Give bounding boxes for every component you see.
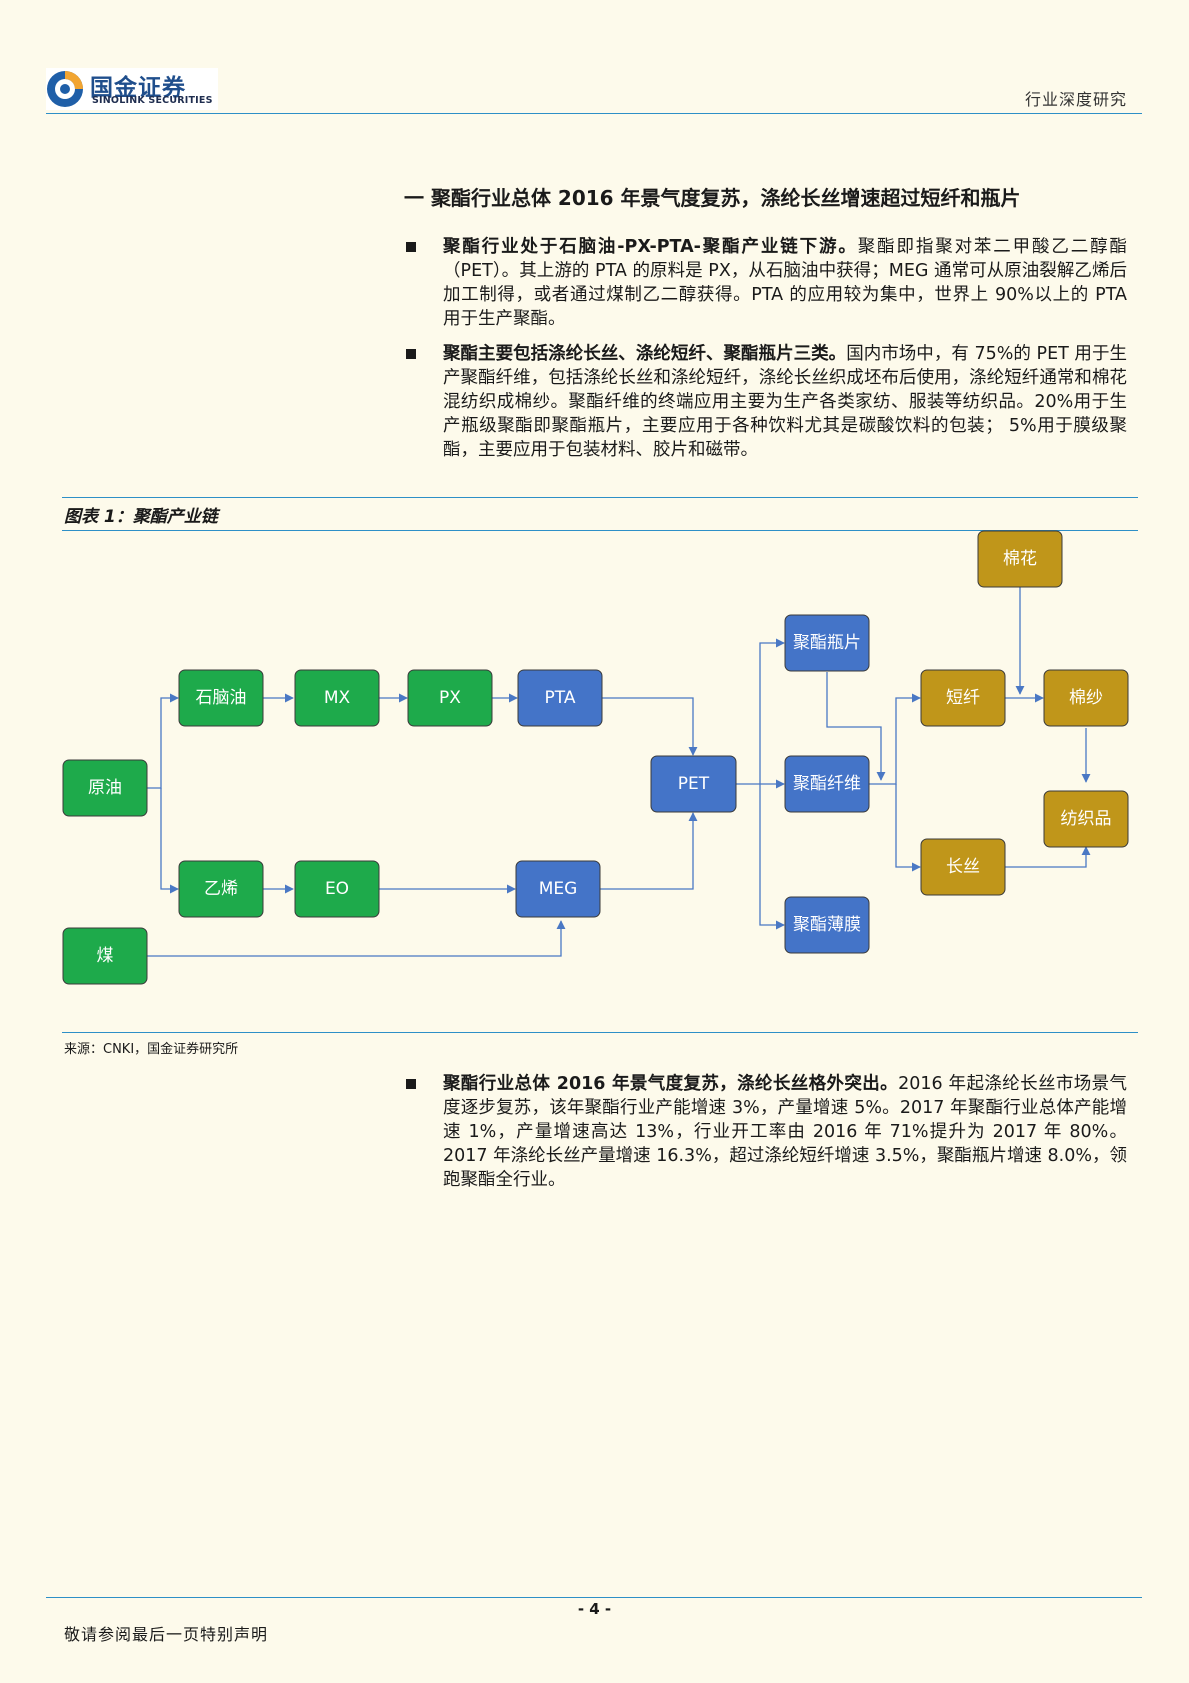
node-box bbox=[784, 755, 870, 813]
footer-disclaimer: 敬请参阅最后一页特别声明 bbox=[64, 1625, 269, 1644]
arrow-pet-to-bottle bbox=[759, 638, 785, 784]
node-pta: PTA bbox=[517, 669, 603, 727]
node-box bbox=[407, 669, 493, 727]
figure-source: 来源：CNKI，国金证券研究所 bbox=[64, 1042, 239, 1057]
arrow-meg-to-pet bbox=[600, 812, 698, 890]
node-label: PET bbox=[678, 774, 710, 794]
arrow-pta-to-pet bbox=[602, 697, 698, 756]
node-cotton: 棉花 bbox=[977, 530, 1063, 588]
node-label: 乙烯 bbox=[204, 879, 238, 899]
node-filament: 长丝 bbox=[920, 838, 1006, 896]
node-box bbox=[62, 927, 148, 985]
node-box bbox=[977, 530, 1063, 588]
node-box bbox=[920, 838, 1006, 896]
square-bullet-icon bbox=[406, 349, 416, 359]
node-crude: 原油 bbox=[62, 759, 148, 817]
paragraph-lead: 聚酯主要包括涤纶长丝、涤纶短纤、聚酯瓶片三类。 bbox=[443, 344, 847, 364]
logo-english-name: SINOLINK SECURITIES bbox=[92, 95, 213, 106]
arrow-coal-to-meg bbox=[147, 920, 566, 957]
node-naphtha: 石脑油 bbox=[178, 669, 264, 727]
node-yarn: 棉纱 bbox=[1043, 669, 1129, 727]
node-label: 纺织品 bbox=[1061, 809, 1112, 829]
node-box bbox=[178, 860, 264, 918]
node-staple: 短纤 bbox=[920, 669, 1006, 727]
node-box bbox=[62, 759, 148, 817]
arrow-fiber-to-staple bbox=[869, 693, 921, 785]
node-box bbox=[515, 860, 601, 918]
node-label: 聚酯纤维 bbox=[793, 774, 861, 794]
paragraph-2: 聚酯主要包括涤纶长丝、涤纶短纤、聚酯瓶片三类。国内市场中，有 75%的 PET … bbox=[406, 342, 1127, 462]
arrow-crude-to-naphtha bbox=[147, 693, 179, 789]
node-label: 石脑油 bbox=[196, 688, 247, 708]
node-textile: 纺织品 bbox=[1043, 790, 1129, 848]
paragraph-lead: 聚酯行业总体 2016 年景气度复苏，涤纶长丝格外突出。 bbox=[443, 1074, 899, 1094]
node-label: 短纤 bbox=[946, 688, 980, 708]
header-divider bbox=[46, 113, 1142, 114]
node-box bbox=[178, 669, 264, 727]
node-film: 聚酯薄膜 bbox=[784, 896, 870, 954]
node-label: PX bbox=[439, 688, 461, 708]
node-mx: MX bbox=[294, 669, 380, 727]
figure-title-rule bbox=[62, 530, 1138, 531]
paragraph-1: 聚酯行业处于石脑油-PX-PTA-聚酯产业链下游。聚酯即指聚对苯二甲酸乙二醇酯（… bbox=[406, 235, 1127, 331]
paragraph-text: 聚酯行业总体 2016 年景气度复苏，涤纶长丝格外突出。2016 年起涤纶长丝市… bbox=[443, 1072, 1127, 1192]
node-box bbox=[784, 896, 870, 954]
node-meg: MEG bbox=[515, 860, 601, 918]
page-number: - 4 - bbox=[577, 1600, 612, 1618]
arrow-bottle-to-fiber-branch bbox=[826, 672, 886, 781]
node-box bbox=[294, 860, 380, 918]
paragraph-body: 2016 年起涤纶长丝市场景气度逐步复苏，该年聚酯行业产能增速 3%，产量增速 … bbox=[443, 1074, 1128, 1190]
arrow-fiber-to-filament bbox=[895, 784, 921, 872]
node-label: MX bbox=[324, 688, 351, 708]
node-eo: EO bbox=[294, 860, 380, 918]
paragraph-text: 聚酯行业处于石脑油-PX-PTA-聚酯产业链下游。聚酯即指聚对苯二甲酸乙二醇酯（… bbox=[443, 235, 1127, 331]
arrow-filament-to-textile bbox=[1005, 846, 1091, 868]
node-box bbox=[294, 669, 380, 727]
company-logo: 国金证券 SINOLINK SECURITIES bbox=[46, 68, 218, 110]
node-box bbox=[1043, 790, 1129, 848]
node-label: MEG bbox=[539, 879, 578, 899]
node-box bbox=[784, 614, 870, 672]
paragraph-body: 聚酯即指聚对苯二甲酸乙二醇酯（PET）。其上游的 PTA 的原料是 PX，从石脑… bbox=[443, 237, 1127, 329]
node-pet: PET bbox=[650, 755, 737, 813]
sinolink-logo-icon bbox=[47, 71, 83, 107]
paragraph-3: 聚酯行业总体 2016 年景气度复苏，涤纶长丝格外突出。2016 年起涤纶长丝市… bbox=[406, 1072, 1127, 1192]
node-label: 棉花 bbox=[1003, 549, 1037, 569]
footer-divider bbox=[46, 1597, 1142, 1598]
node-ethylene: 乙烯 bbox=[178, 860, 264, 918]
node-label: PTA bbox=[545, 688, 576, 708]
node-box bbox=[1043, 669, 1129, 727]
node-label: 聚酯薄膜 bbox=[793, 915, 861, 935]
figure-top-rule bbox=[62, 497, 1138, 498]
node-label: 聚酯瓶片 bbox=[793, 633, 861, 653]
node-label: 原油 bbox=[88, 778, 122, 798]
square-bullet-icon bbox=[406, 242, 416, 252]
node-label: 棉纱 bbox=[1069, 688, 1103, 708]
node-coal: 煤 bbox=[62, 927, 148, 985]
logo-chinese-name: 国金证券 bbox=[90, 75, 186, 101]
report-type-label: 行业深度研究 bbox=[1024, 90, 1127, 109]
node-box bbox=[517, 669, 603, 727]
node-bottle: 聚酯瓶片 bbox=[784, 614, 870, 672]
figure-title: 图表 1：聚酯产业链 bbox=[64, 507, 218, 527]
section-title: 一 聚酯行业总体 2016 年景气度复苏，涤纶长丝增速超过短纤和瓶片 bbox=[404, 186, 1021, 210]
paragraph-lead: 聚酯行业处于石脑油-PX-PTA-聚酯产业链下游。 bbox=[443, 237, 858, 257]
paragraph-text: 聚酯主要包括涤纶长丝、涤纶短纤、聚酯瓶片三类。国内市场中，有 75%的 PET … bbox=[443, 342, 1127, 462]
figure-bottom-rule bbox=[62, 1032, 1138, 1033]
node-fiber: 聚酯纤维 bbox=[784, 755, 870, 813]
node-box bbox=[650, 755, 737, 813]
node-label: 长丝 bbox=[946, 857, 980, 877]
node-label: EO bbox=[325, 879, 349, 899]
chain-connectors bbox=[147, 587, 1091, 957]
paragraph-body: 国内市场中，有 75%的 PET 用于生产聚酯纤维，包括涤纶长丝和涤纶短纤，涤纶… bbox=[443, 344, 1127, 460]
node-box bbox=[920, 669, 1006, 727]
arrow-crude-to-ethylene bbox=[160, 788, 179, 894]
arrow-pet-to-film bbox=[759, 784, 785, 930]
square-bullet-icon bbox=[406, 1079, 416, 1089]
node-label: 煤 bbox=[97, 946, 114, 966]
node-px: PX bbox=[407, 669, 493, 727]
